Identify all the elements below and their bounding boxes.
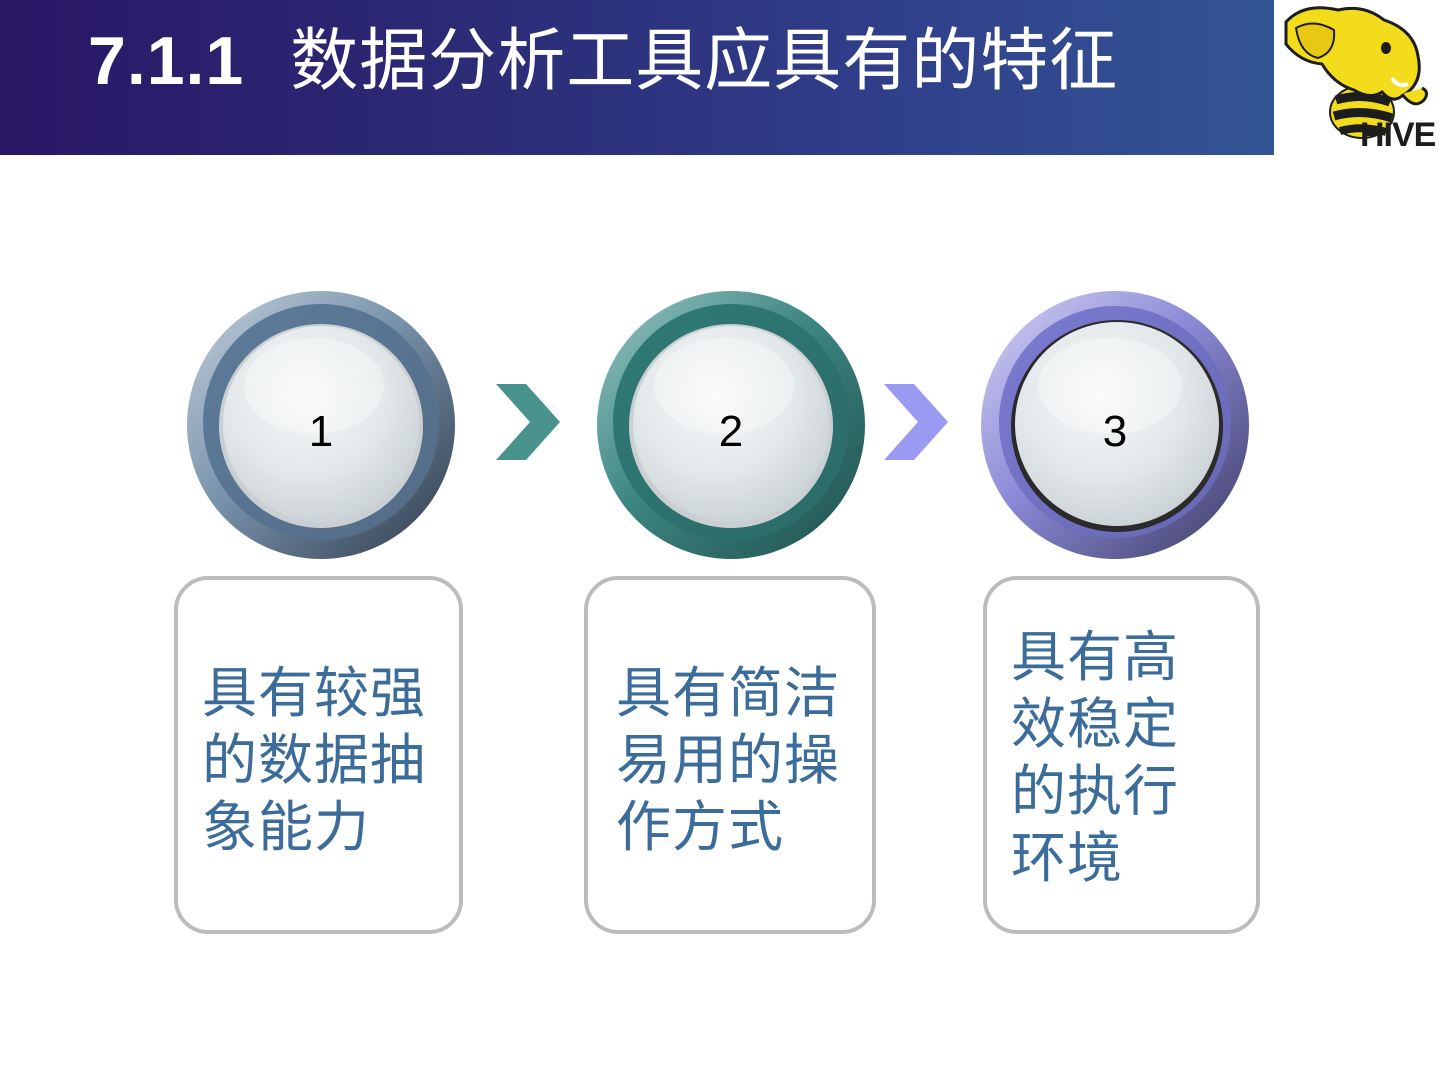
step-circle-3: 3	[980, 290, 1250, 560]
ring-icon	[187, 291, 455, 559]
step-number: 2	[718, 407, 744, 456]
step-circle-1: 1	[186, 290, 456, 560]
feature-text: 具有较强的数据抽象能力	[202, 661, 427, 859]
feature-text: 具有高效稳定的执行环境	[1011, 625, 1180, 890]
feature-box-2: 具有简洁易用的操作方式	[584, 576, 876, 934]
feature-text: 具有简洁易用的操作方式	[616, 661, 841, 859]
step-number: 3	[1102, 407, 1128, 456]
title-banner: 7.1.1 数据分析工具应具有的特征	[0, 0, 1274, 155]
section-number: 7.1.1	[88, 23, 245, 99]
hive-logo: HIVE	[1274, 0, 1440, 155]
step-circle-2: 2	[596, 290, 866, 560]
chevron-right-icon	[884, 384, 948, 460]
chevron-right-icon	[496, 384, 560, 460]
ring-icon	[597, 291, 865, 559]
title-text: 数据分析工具应具有的特征	[290, 22, 1119, 101]
feature-box-3: 具有高效稳定的执行环境	[983, 576, 1260, 934]
slide-title: 7.1.1 数据分析工具应具有的特征	[88, 14, 1208, 109]
logo-wordmark: HIVE	[1360, 116, 1436, 154]
hive-elephant-bee-logo-icon: HIVE	[1284, 6, 1437, 154]
step-number: 1	[308, 407, 334, 456]
feature-box-1: 具有较强的数据抽象能力	[174, 576, 463, 934]
ring-icon	[981, 291, 1249, 559]
